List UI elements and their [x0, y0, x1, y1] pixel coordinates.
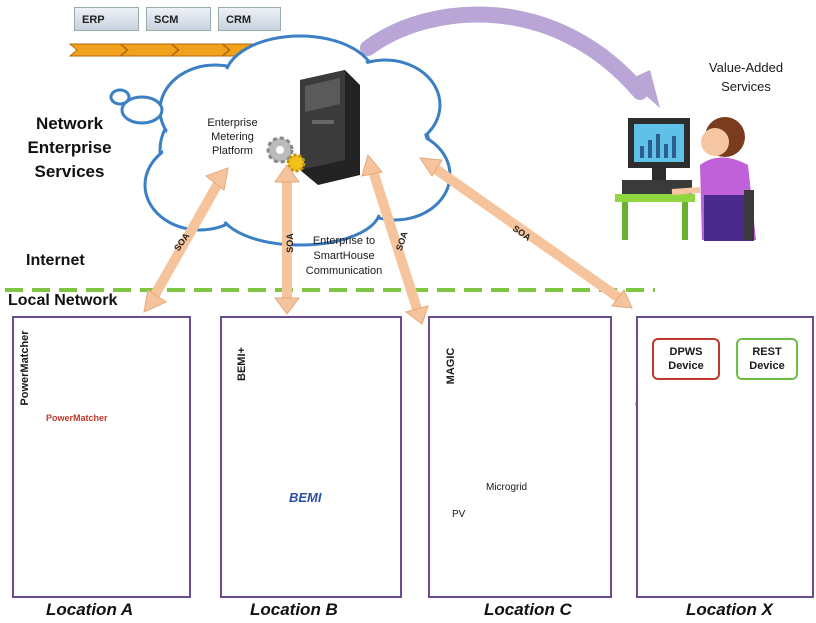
dpws-device-label: DPWS Device [652, 338, 720, 380]
rest-device-text: REST Device [749, 346, 785, 372]
person-at-computer-icon [615, 117, 756, 241]
soa-label-b: SOA [284, 233, 295, 253]
emp-line-1: Enterprise [207, 117, 258, 129]
enterprise-smarthouse-label: Enterprise to SmartHouse Communication [296, 234, 392, 279]
e2sh-line-2: SmartHouse [313, 250, 375, 262]
vas-line-1: Value-Added [708, 60, 784, 75]
soa-arrow-x [419, 157, 633, 309]
e2sh-line-1: Enterprise to [312, 235, 376, 247]
e2sh-line-3: Communication [305, 265, 383, 277]
location-c-title: Location C [484, 600, 572, 619]
server-icon [300, 70, 360, 185]
location-x-title: Location X [686, 600, 773, 619]
emp-line-3: Platform [212, 145, 253, 157]
emp-line-2: Metering [211, 131, 254, 143]
location-c-box [428, 316, 612, 598]
value-arrow [360, 6, 648, 100]
local-network-label: Local Network [8, 292, 118, 309]
value-added-services-label: Value-Added Services [698, 58, 794, 96]
powermatcher-logo: PowerMatcher [46, 413, 108, 423]
enterprise-metering-platform-label: Enterprise Metering Platform [190, 116, 275, 158]
soa-arrow-a [143, 167, 229, 313]
nes-line-3: Services [34, 162, 105, 181]
erp-module: ERP [74, 7, 139, 31]
vas-line-2: Services [721, 79, 771, 94]
bemi-logo: BEMI [289, 490, 322, 505]
location-b-title: Location B [250, 600, 338, 619]
internet-label: Internet [26, 252, 85, 269]
location-b-box [220, 316, 402, 598]
crm-module: CRM [218, 7, 281, 31]
location-a-title: Location A [46, 600, 134, 619]
microgrid-label: Microgrid [486, 482, 528, 493]
pv-label: PV [452, 509, 466, 520]
soa-arrow-c [361, 153, 429, 325]
network-enterprise-services-label: Network Enterprise Services [22, 112, 117, 184]
dpws-device-text: DPWS Device [668, 346, 704, 372]
bemi-plus-label: BEMI+ [236, 347, 248, 381]
nes-line-2: Enterprise [27, 138, 112, 157]
rest-device-label: REST Device [736, 338, 798, 380]
location-a-box [12, 316, 191, 598]
magic-label: MAGIC [445, 347, 457, 385]
nes-line-1: Network [35, 114, 104, 133]
scm-module: SCM [146, 7, 211, 31]
gears-icon [266, 136, 306, 173]
powermatcher-vertical-label: PowerMatcher [19, 330, 31, 406]
soa-arrow-b [274, 164, 300, 315]
